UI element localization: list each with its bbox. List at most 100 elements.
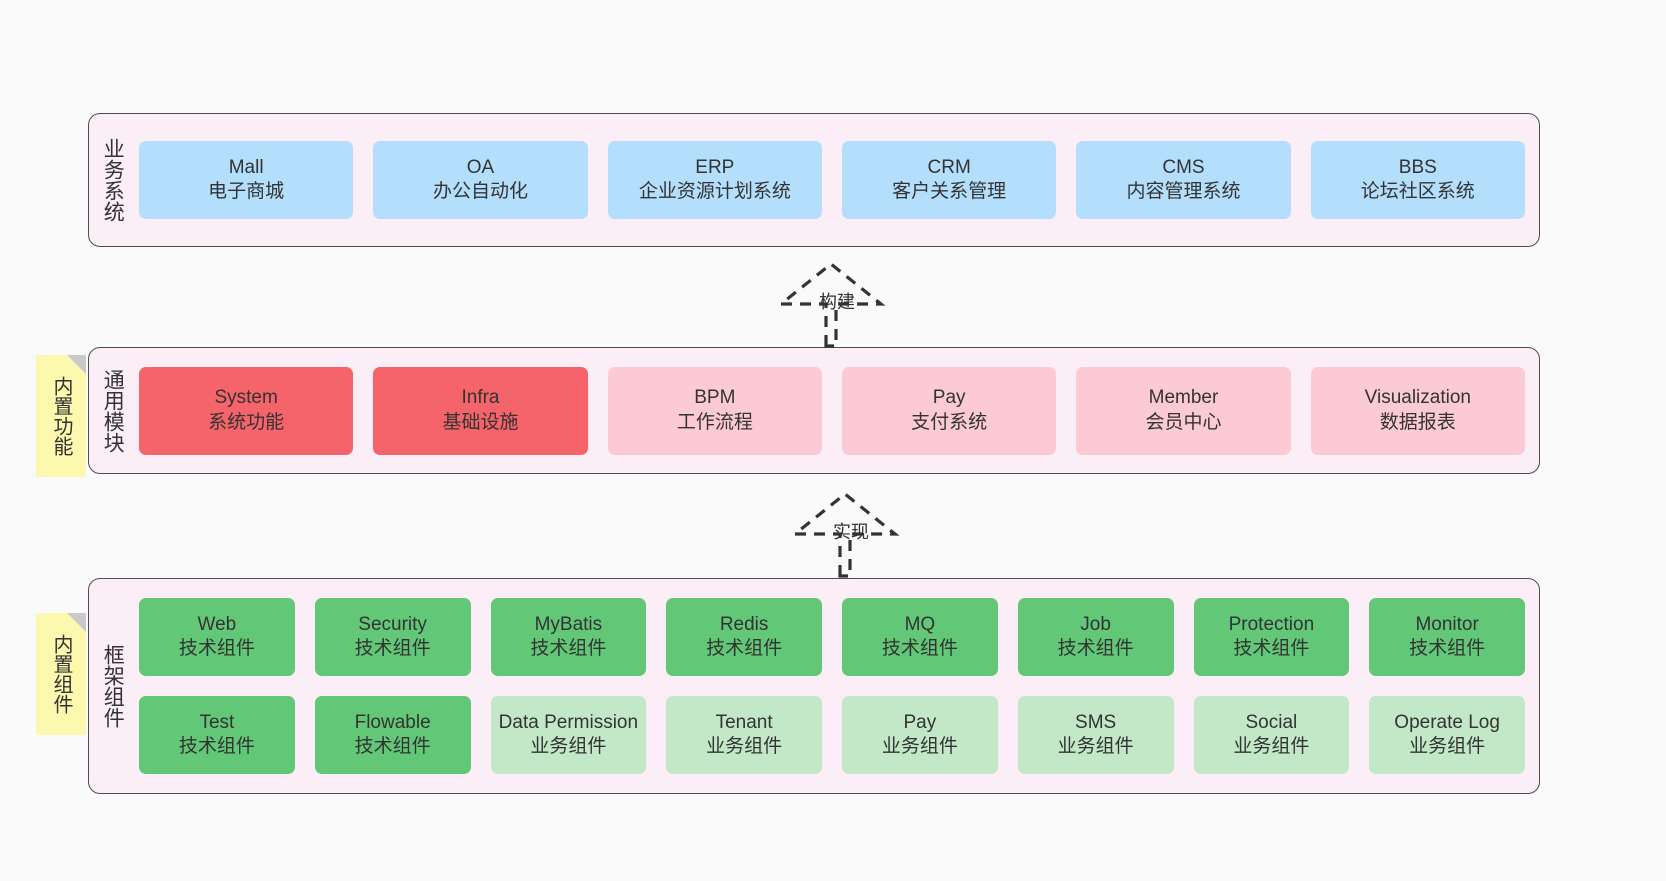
node-subtitle: 会员中心	[1145, 411, 1222, 433]
node-oa[interactable]: OA 办公自动化	[373, 141, 588, 219]
node-tenant[interactable]: Tenant 业务组件	[666, 696, 822, 774]
node-title: MyBatis	[534, 613, 603, 635]
layer-common-caption: 通用模块	[101, 368, 125, 453]
node-social[interactable]: Social 业务组件	[1193, 696, 1350, 774]
node-sms[interactable]: SMS 业务组件	[1017, 696, 1174, 774]
node-title: ERP	[695, 156, 735, 178]
node-pay[interactable]: Pay 支付系统	[841, 366, 1057, 455]
node-title: Social	[1245, 711, 1298, 733]
node-data-permission[interactable]: Data Permission 业务组件	[490, 696, 647, 774]
node-crm[interactable]: CRM 客户关系管理	[841, 141, 1057, 219]
note-label: 内置功能	[50, 376, 72, 456]
node-title: Redis	[719, 613, 769, 635]
note-fold-icon	[67, 613, 86, 632]
node-subtitle: 内容管理系统	[1126, 181, 1241, 202]
node-title: BBS	[1398, 156, 1437, 178]
node-redis[interactable]: Redis 技术组件	[666, 598, 822, 676]
node-title: MQ	[904, 613, 936, 635]
node-subtitle: 数据报表	[1379, 411, 1456, 433]
node-subtitle: 业务组件	[1233, 736, 1310, 757]
layer-framework-body: Web 技术组件 Security 技术组件 MyBatis 技术组件 Redi…	[135, 579, 1539, 793]
node-subtitle: 业务组件	[706, 736, 783, 757]
node-monitor[interactable]: Monitor 技术组件	[1369, 598, 1525, 676]
note-fold-icon	[67, 355, 86, 374]
node-mall[interactable]: Mall 电子商城	[139, 141, 354, 219]
node-title: System	[214, 387, 278, 409]
connector-build: 构建	[756, 258, 906, 348]
layer-framework-caption: 框架组件	[101, 644, 125, 728]
node-title: Test	[199, 711, 235, 733]
layer-business-system: 业务系统 Mall 电子商城 OA 办公自动化 ERP 企业资源计划系统 CRM…	[88, 113, 1540, 247]
node-member[interactable]: Member 会员中心	[1076, 366, 1291, 455]
node-title: Web	[197, 613, 237, 635]
node-protection[interactable]: Protection 技术组件	[1193, 598, 1350, 676]
node-subtitle: 技术组件	[1409, 638, 1486, 659]
node-title: Data Permission	[498, 711, 639, 733]
node-title: Member	[1148, 387, 1219, 409]
build-arrow-icon	[776, 261, 886, 348]
node-subtitle: 支付系统	[911, 411, 988, 433]
node-flowable[interactable]: Flowable 技术组件	[314, 696, 471, 774]
layer-common-module: 通用模块 System 系统功能 Infra 基础设施 BPM 工作流程 Pay…	[88, 347, 1540, 474]
node-pay-component[interactable]: Pay 业务组件	[842, 696, 998, 774]
node-title: CRM	[927, 156, 971, 178]
node-subtitle: 技术组件	[1057, 638, 1134, 659]
connector-implement-label: 实现	[833, 522, 869, 542]
node-mybatis[interactable]: MyBatis 技术组件	[490, 598, 647, 676]
framework-tech-row: Web 技术组件 Security 技术组件 MyBatis 技术组件 Redi…	[139, 598, 1525, 676]
layer-framework-component: 框架组件 Web 技术组件 Security 技术组件 MyBatis 技术组件…	[88, 578, 1540, 794]
node-subtitle: 论坛社区系统	[1360, 181, 1475, 202]
node-subtitle: 技术组件	[178, 638, 255, 659]
node-erp[interactable]: ERP 企业资源计划系统	[607, 141, 822, 219]
common-node-row: System 系统功能 Infra 基础设施 BPM 工作流程 Pay 支付系统…	[139, 366, 1525, 455]
node-title: CMS	[1162, 156, 1205, 178]
note-builtin-function: 内置功能	[36, 355, 86, 477]
node-infra[interactable]: Infra 基础设施	[373, 366, 588, 455]
layer-business-body: Mall 电子商城 OA 办公自动化 ERP 企业资源计划系统 CRM 客户关系…	[135, 114, 1539, 246]
framework-business-row: Test 技术组件 Flowable 技术组件 Data Permission …	[139, 696, 1525, 774]
node-title: Job	[1080, 613, 1111, 635]
node-subtitle: 客户关系管理	[892, 181, 1007, 202]
layer-business-caption: 业务系统	[101, 138, 125, 222]
node-title: OA	[466, 156, 495, 178]
node-subtitle: 电子商城	[208, 181, 285, 202]
connector-implement: 实现	[770, 488, 920, 578]
node-subtitle: 技术组件	[178, 736, 255, 757]
node-title: Mall	[228, 156, 264, 178]
node-subtitle: 基础设施	[442, 411, 519, 433]
node-title: Security	[358, 613, 427, 635]
implement-arrow-icon	[790, 491, 900, 578]
node-subtitle: 技术组件	[881, 638, 958, 659]
node-subtitle: 业务组件	[1409, 736, 1486, 757]
node-system[interactable]: System 系统功能	[139, 366, 354, 455]
node-subtitle: 工作流程	[676, 411, 753, 433]
node-test[interactable]: Test 技术组件	[139, 696, 295, 774]
node-subtitle: 技术组件	[1233, 638, 1310, 659]
node-title: BPM	[694, 387, 736, 409]
node-title: Infra	[461, 387, 500, 409]
node-subtitle: 业务组件	[530, 736, 607, 757]
node-title: Visualization	[1364, 387, 1471, 409]
node-title: Monitor	[1415, 613, 1479, 635]
node-title: Operate Log	[1394, 711, 1500, 733]
node-bbs[interactable]: BBS 论坛社区系统	[1310, 141, 1525, 219]
node-subtitle: 技术组件	[530, 638, 607, 659]
node-operate-log[interactable]: Operate Log 业务组件	[1369, 696, 1525, 774]
node-job[interactable]: Job 技术组件	[1017, 598, 1174, 676]
node-subtitle: 系统功能	[208, 411, 285, 433]
node-title: Tenant	[715, 711, 773, 733]
node-subtitle: 技术组件	[354, 638, 431, 659]
node-title: Pay	[932, 387, 966, 409]
business-node-row: Mall 电子商城 OA 办公自动化 ERP 企业资源计划系统 CRM 客户关系…	[139, 141, 1525, 219]
node-visualization[interactable]: Visualization 数据报表	[1310, 366, 1525, 455]
node-security[interactable]: Security 技术组件	[314, 598, 471, 676]
node-subtitle: 业务组件	[1057, 736, 1134, 757]
node-title: Protection	[1228, 613, 1315, 635]
node-cms[interactable]: CMS 内容管理系统	[1076, 141, 1291, 219]
node-bpm[interactable]: BPM 工作流程	[607, 366, 822, 455]
node-subtitle: 业务组件	[881, 736, 958, 757]
node-title: Pay	[903, 711, 937, 733]
node-mq[interactable]: MQ 技术组件	[842, 598, 998, 676]
node-web[interactable]: Web 技术组件	[139, 598, 295, 676]
